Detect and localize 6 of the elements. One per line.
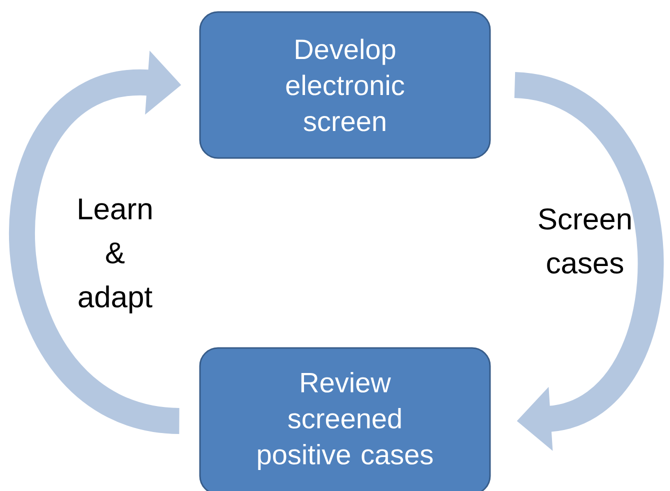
process-box: Develop electronic screen <box>199 11 491 159</box>
edge-label: Learn & adapt <box>78 198 152 314</box>
curved-arrow <box>512 72 664 451</box>
edge-label: Screen cases <box>538 208 631 274</box>
curved-arrow <box>9 50 182 434</box>
process-box: Review screened positive cases <box>199 347 491 491</box>
